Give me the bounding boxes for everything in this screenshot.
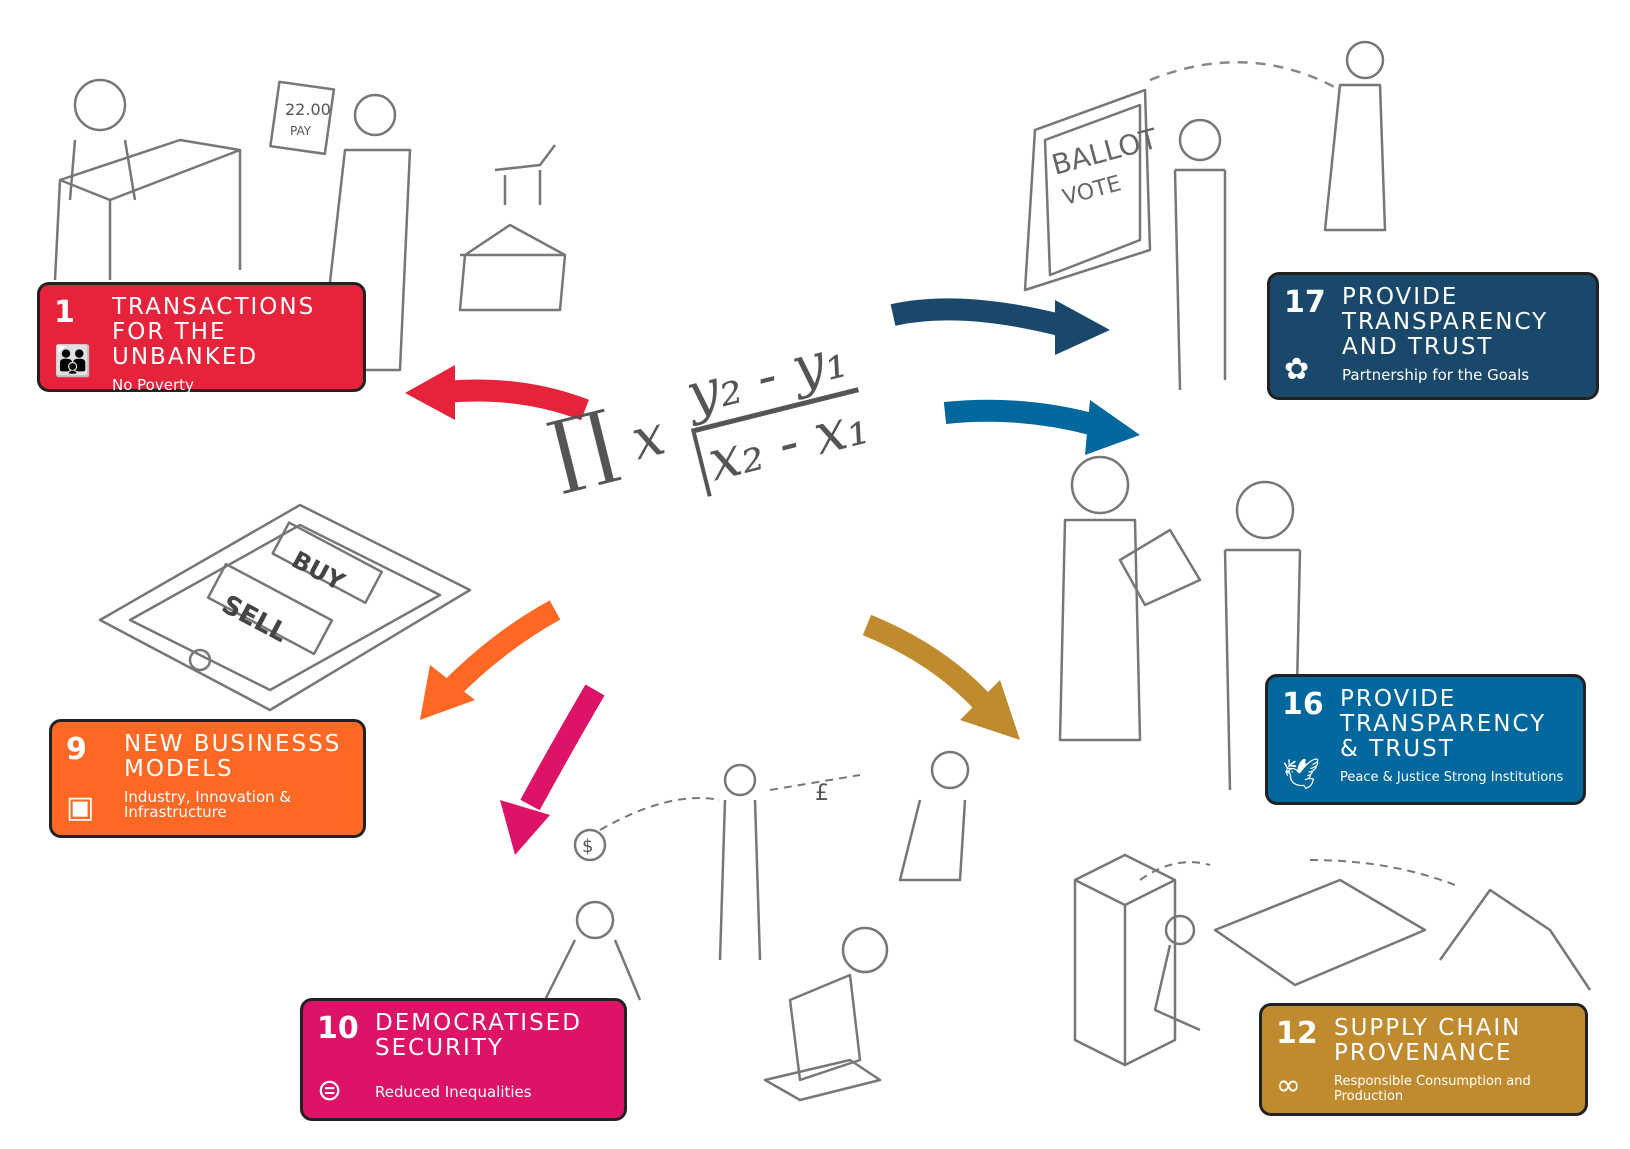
arrow-to-goal-12 xyxy=(862,614,1020,740)
goal-subtitle: Reduced Inequalities xyxy=(375,1083,532,1101)
arrow-to-goal-9 xyxy=(420,600,561,720)
goal-16-card: 16 Provide Transparency & TrustPeace & J… xyxy=(1265,674,1586,805)
goal-subtitle: No Poverty xyxy=(112,376,194,394)
goal-title: Provide Transparency & Trust xyxy=(1340,686,1547,762)
dollar-text: $ xyxy=(582,836,593,857)
sell-text: SELL xyxy=(217,590,293,649)
goal-9-card: 9 New Businesss ModelsIndustry, Innovati… xyxy=(49,719,366,838)
dove-gavel-icon: 🕊 xyxy=(1282,757,1321,792)
goal-number: 10 xyxy=(317,1011,359,1046)
goal-subtitle: Industry, Innovation & Infrastructure xyxy=(124,788,292,821)
goal-number: 1 xyxy=(54,295,75,330)
goal-title: Transactions for the unbanked xyxy=(112,294,316,370)
formula-x: x xyxy=(624,402,672,474)
goal-number: 9 xyxy=(66,732,87,767)
goal-10-card: 10 Democratised SecurityReduced Inequali… xyxy=(300,998,627,1121)
rings-icon: ✿ xyxy=(1284,352,1310,387)
goal-title: New Businesss Models xyxy=(124,731,342,782)
arrow-to-goal-1 xyxy=(405,365,589,421)
goal-number: 12 xyxy=(1276,1016,1318,1051)
cubes-icon: ▣ xyxy=(66,790,95,825)
pay-amount: 22.00 xyxy=(285,100,331,119)
pay-label: PAY xyxy=(290,124,312,138)
goal-title: Provide Transparency and Trust xyxy=(1342,284,1549,360)
infinity-icon: ∞ xyxy=(1276,1068,1301,1103)
sketch-security-people: $ £ xyxy=(543,750,970,1102)
goal-subtitle: Responsible Consumption and Production xyxy=(1334,1074,1531,1104)
family-icon: 👪 xyxy=(54,344,92,379)
goal-17-card: 17 Provide Transparency and TrustPartner… xyxy=(1267,272,1599,400)
pound-text: £ xyxy=(815,781,829,806)
goal-title: Democratised Security xyxy=(375,1010,582,1061)
sketch-people-reading xyxy=(1058,455,1302,791)
goal-subtitle: Peace & Justice Strong Institutions xyxy=(1340,770,1564,785)
sketch-supply-chain xyxy=(1073,853,1592,1067)
goal-number: 17 xyxy=(1284,285,1326,320)
arrow-to-goal-10 xyxy=(500,684,605,855)
goal-subtitle: Partnership for the Goals xyxy=(1342,366,1530,384)
arrow-to-goal-16 xyxy=(943,399,1140,455)
goal-number: 16 xyxy=(1282,687,1324,722)
arrow-to-goal-17 xyxy=(890,298,1110,355)
goal-title: Supply Chain Provenance xyxy=(1334,1015,1522,1066)
goal-1-card: 1 Transactions for the unbanked No Povert… xyxy=(37,282,366,394)
goal-12-card: 12 Supply Chain ProvenanceResponsible Co… xyxy=(1259,1003,1588,1116)
sketch-tablet: BUY SELL xyxy=(98,503,472,712)
ballot-text: BALLOT xyxy=(1048,122,1161,182)
equals-circle-icon: ⊜ xyxy=(317,1073,343,1108)
